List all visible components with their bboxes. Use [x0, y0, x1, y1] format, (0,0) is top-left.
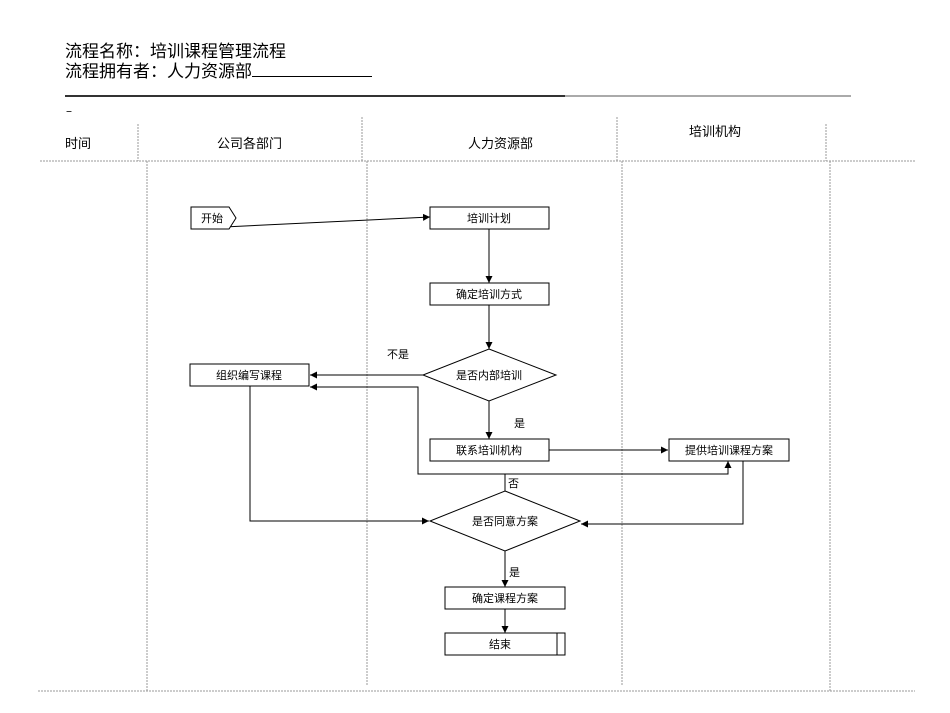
node-start-label: 开始 [201, 211, 223, 225]
node-internal-decision-label: 是否内部培训 [456, 368, 522, 382]
edge-label-disagree: 否 [508, 477, 519, 490]
node-start: 开始 [190, 206, 237, 230]
node-determine-method: 确定培训方式 [429, 282, 550, 306]
node-training-plan: 培训计划 [429, 206, 550, 230]
edge-write-to-agree [249, 386, 429, 525]
lane-header-time: 时间 [65, 137, 92, 152]
node-contact-org: 联系培训机构 [429, 438, 550, 462]
node-internal-decision: 是否内部培训 [421, 348, 558, 402]
node-write-course: 组织编写课程 [189, 363, 310, 387]
node-end: 结束 [444, 632, 566, 656]
process-owner-label: 流程拥有者： [65, 62, 167, 82]
node-determine-method-label: 确定培训方式 [456, 287, 522, 301]
edge-disagree-to-write [310, 383, 506, 491]
node-confirm-plan-label: 确定课程方案 [472, 591, 538, 605]
edge-label-agree-yes: 是 [509, 566, 520, 579]
process-name-line: 流程名称：培训课程管理流程 [65, 42, 286, 62]
node-end-label: 结束 [489, 638, 511, 651]
node-contact-org-label: 联系培训机构 [456, 443, 522, 457]
node-provide-plan-label: 提供培训课程方案 [685, 443, 773, 457]
lane-header-hr: 人力资源部 [468, 137, 534, 152]
node-agree-decision-label: 是否同意方案 [472, 514, 538, 528]
node-write-course-label: 组织编写课程 [216, 368, 282, 382]
node-agree-decision: 是否同意方案 [428, 490, 582, 552]
node-confirm-plan: 确定课程方案 [444, 586, 566, 610]
edge-provide-to-agree [581, 461, 744, 528]
edge-disagree-to-provide [505, 461, 732, 475]
process-name: 培训课程管理流程 [150, 42, 286, 62]
lane-header-departments: 公司各部门 [217, 137, 283, 152]
process-owner: 人力资源部 [167, 62, 252, 82]
owner-underline [252, 62, 372, 77]
edge-label-internal-yes: 是 [514, 417, 525, 430]
process-name-label: 流程名称： [65, 42, 150, 62]
node-provide-plan: 提供培训课程方案 [668, 438, 790, 462]
swimlane-grid [38, 117, 915, 692]
edge-label-not-internal: 不是 [387, 348, 409, 361]
stray-mark: – [66, 104, 72, 118]
node-training-plan-label: 培训计划 [467, 211, 511, 225]
edge-start-to-plan [223, 213, 431, 228]
lane-header-training-org: 培训机构 [689, 125, 742, 140]
process-owner-line: 流程拥有者：人力资源部 [65, 62, 372, 82]
